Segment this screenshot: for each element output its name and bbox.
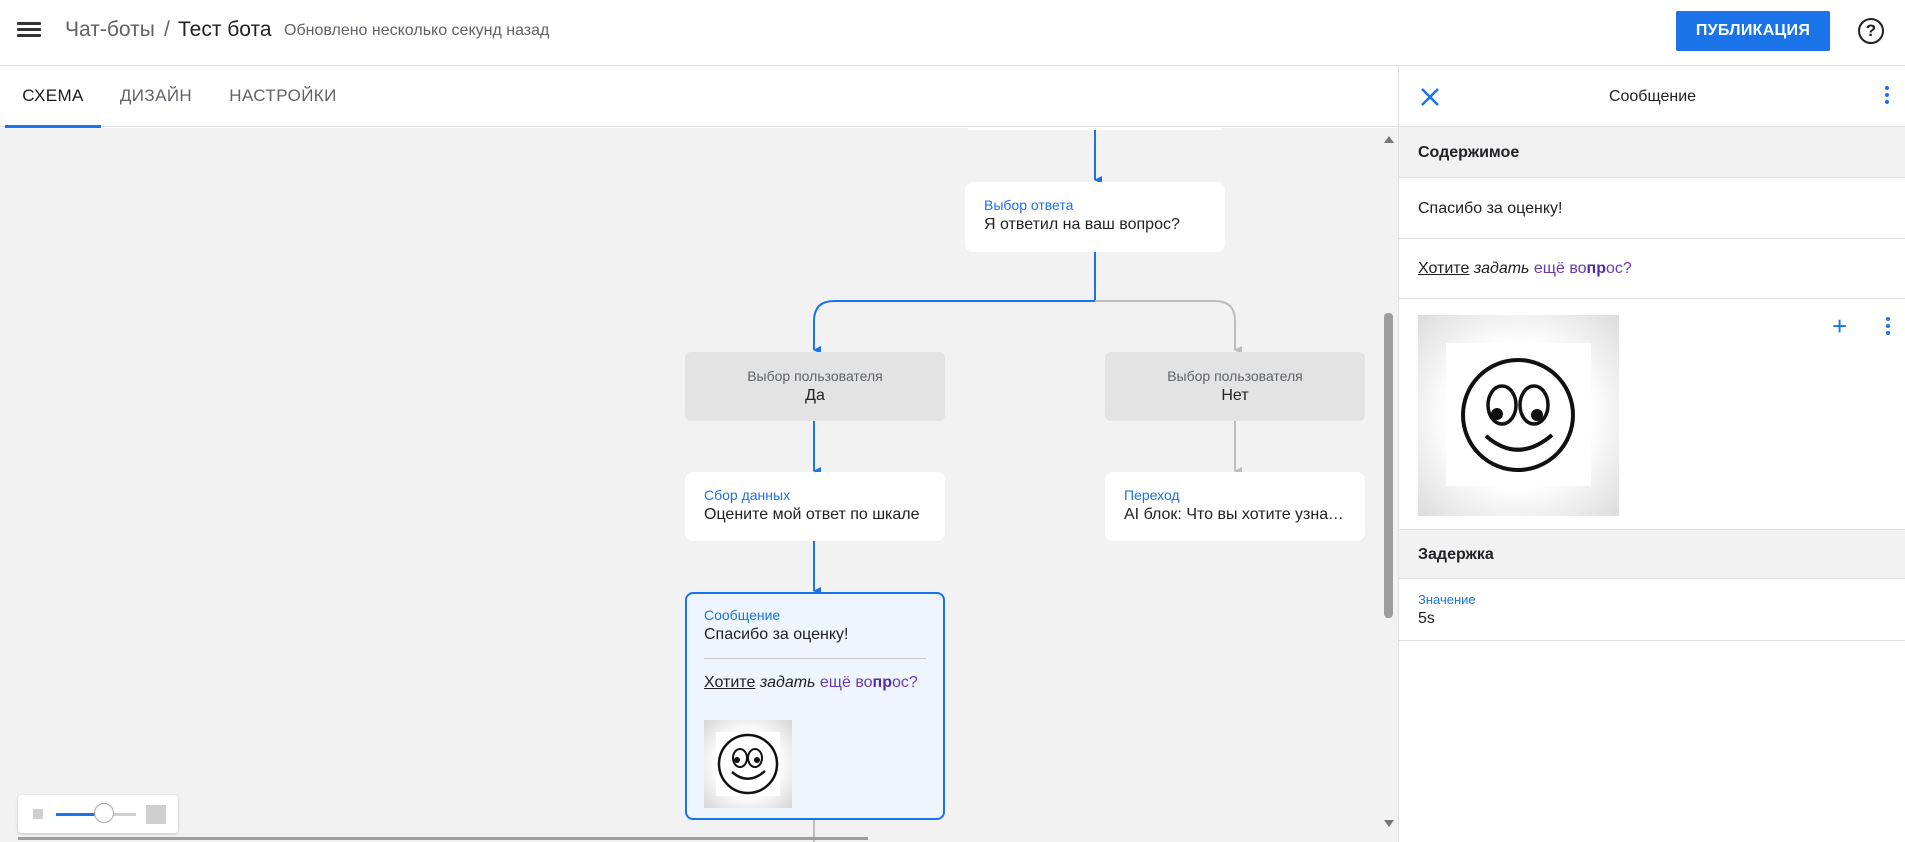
top-header: Чат-боты / Тест бота Обновлено несколько… [0,0,1905,66]
rich-text-colored: ещё вопрос? [819,674,918,691]
message-node-selected[interactable]: Сообщение Спасибо за оценку! Хотите зада… [685,592,945,820]
node-type-label: Выбор ответа [984,197,1074,213]
node-type-label: Переход [1124,487,1180,503]
scroll-thumb[interactable] [18,837,868,840]
more-vert-icon[interactable] [1885,86,1891,107]
rich-text-colored: ещё вопрос? [1533,260,1632,277]
rich-text-underline: Хотите [1418,260,1470,277]
zoom-slider-handle[interactable] [94,803,114,823]
scroll-down-icon[interactable] [1384,820,1394,827]
scroll-thumb[interactable] [1384,313,1393,618]
publish-button[interactable]: ПУБЛИКАЦИЯ [1676,11,1830,51]
plus-icon[interactable]: + [1832,311,1848,341]
node-text: Спасибо за оценку! [704,626,849,643]
rich-text-italic: задать [1473,260,1530,277]
delay-value-field[interactable]: Значение 5s [1399,579,1905,641]
content-text-row[interactable]: Спасибо за оценку! [1399,178,1905,239]
node-type-label: Выбор пользователя [747,368,883,384]
help-icon[interactable]: ? [1858,18,1884,44]
scroll-up-icon[interactable] [1384,136,1394,143]
node-rich-text: Хотите задать ещё вопрос? [704,674,926,692]
panel-header: Сообщение [1399,66,1905,127]
user-choice-yes[interactable]: Выбор пользователя Да [685,352,945,421]
node-type-label: Сообщение [704,607,781,623]
delay-field-value: 5s [1418,610,1435,627]
vertical-scrollbar[interactable] [1380,128,1398,842]
zoom-in-icon[interactable] [146,805,166,824]
updated-status: Обновлено несколько секунд назад [284,22,550,39]
panel-title: Сообщение [1608,88,1697,105]
zoom-out-icon[interactable] [33,809,43,819]
delay-section-header: Задержка [1399,529,1905,579]
content-section-header: Содержимое [1399,127,1905,178]
smiley-image-frame [1446,343,1591,486]
more-vert-icon[interactable] [1886,317,1892,338]
tab-settings[interactable]: НАСТРОЙКИ [229,86,337,105]
close-icon[interactable] [1417,84,1443,110]
zoom-slider-fill [56,813,104,816]
delay-field-label: Значение [1418,592,1476,607]
smiley-image[interactable] [1418,315,1619,516]
horizontal-scrollbar[interactable] [0,836,1380,842]
smiley-image-thumb [704,720,792,808]
node-divider [704,658,926,659]
node-text: Я ответил на ваш вопрос? [984,216,1180,233]
breadcrumb-root[interactable]: Чат-боты [65,18,155,41]
breadcrumb-separator: / [164,18,170,41]
node-type-label: Выбор пользователя [1167,368,1303,384]
menu-icon[interactable] [14,18,44,44]
node-text: Да [805,387,825,404]
connector-lines [813,128,1242,842]
user-choice-no[interactable]: Выбор пользователя Нет [1105,352,1365,421]
tab-schema[interactable]: СХЕМА [5,66,101,128]
breadcrumb-current: Тест бота [178,18,272,41]
tab-bar: СХЕМА ДИЗАЙН НАСТРОЙКИ [0,66,1398,128]
node-text: Нет [1221,387,1249,404]
rich-text-underline: Хотите [704,674,756,691]
flow-canvas[interactable]: Выбор ответа Я ответил на ваш вопрос? Вы… [0,128,1380,842]
rich-text-italic: задать [759,674,816,691]
node-text: AI блок: Что вы хотите узнать? [1124,506,1346,523]
properties-panel: Сообщение Содержимое Спасибо за оценку! … [1398,66,1905,842]
node-type-label: Сбор данных [704,487,791,503]
content-rich-text-row[interactable]: Хотите задать ещё вопрос? [1399,239,1905,299]
zoom-control [18,795,178,833]
answer-choice-node[interactable]: Выбор ответа Я ответил на ваш вопрос? [965,182,1225,252]
tab-design[interactable]: ДИЗАЙН [119,86,193,105]
node-text: Оцените мой ответ по шкале [704,506,920,523]
collect-data-node[interactable]: Сбор данных Оцените мой ответ по шкале [685,472,945,541]
jump-node[interactable]: Переход AI блок: Что вы хотите узнать? [1105,472,1365,541]
